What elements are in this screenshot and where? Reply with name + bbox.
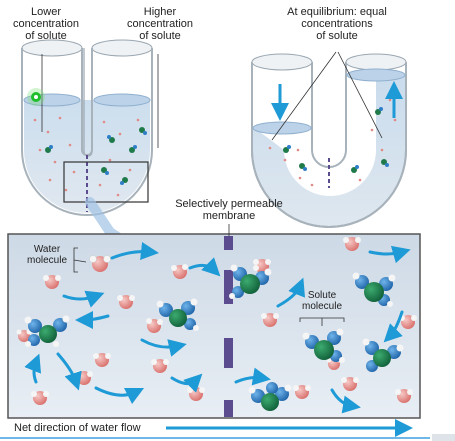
bottom-bar [0,434,455,441]
label-net-flow: Net direction of water flow [14,422,141,434]
right-u-tube [251,51,407,228]
label-equilibrium: At equilibrium: equal concentrations of … [287,6,387,42]
bottom-bar-line [0,437,430,439]
water-molecules [16,237,417,405]
left-u-tube [21,39,159,216]
solute-cluster-right-tube [283,107,389,173]
solute-molecules [24,264,404,411]
green-circle-icon [27,88,45,106]
label-lower-concentration: Lower concentration of solute [12,6,80,42]
water-flow-arrows [24,242,411,414]
membrane [224,236,233,417]
label-water-molecule: Water molecule [26,244,68,266]
magnified-view [7,224,421,419]
label-membrane: Selectively permeable membrane [175,198,283,222]
bottom-bar-corner [432,434,455,441]
solute-cluster-left-tube [45,127,147,185]
label-higher-concentration: Higher concentration of solute [126,6,194,42]
label-solute-molecule: Solute molecule [301,290,343,312]
